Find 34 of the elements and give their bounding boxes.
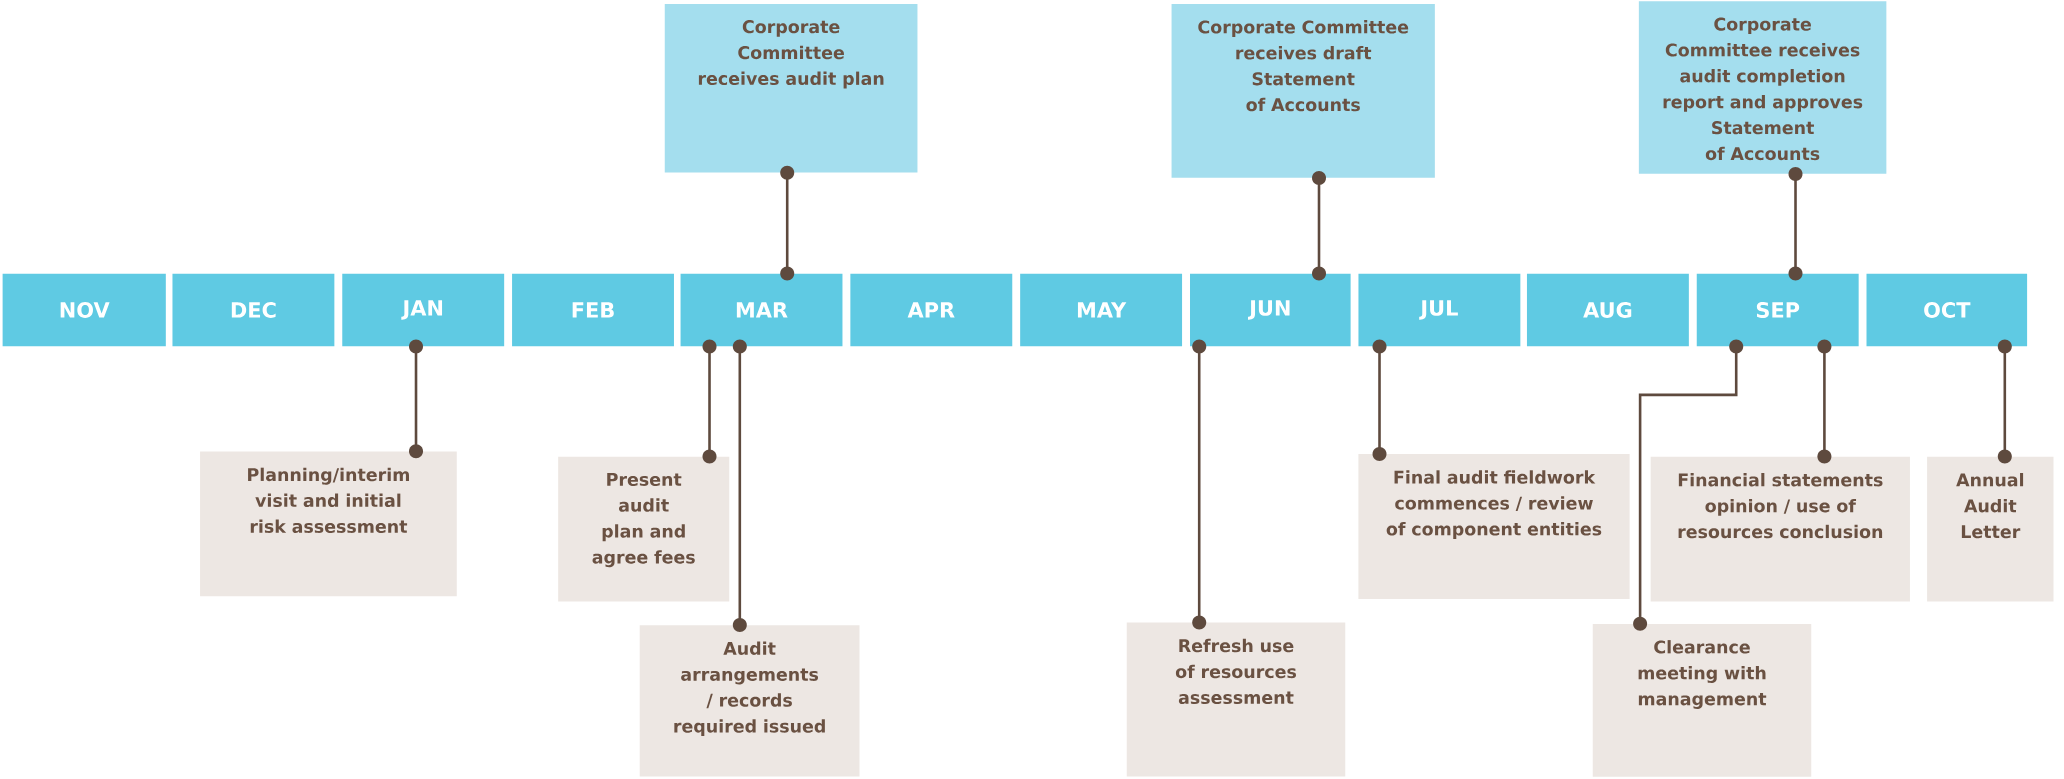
committee-box: Corporate Committee receives audit completion report and approves Statement of Accounts: [1638, 1, 1887, 174]
connector: [780, 165, 795, 281]
event-box: Annual Audit Letter: [1927, 456, 2054, 602]
connector: [1788, 166, 1803, 281]
month-bar: FEB: [512, 273, 674, 347]
month-bar: APR: [850, 273, 1013, 347]
month-bar: AUG: [1526, 273, 1689, 347]
month-bar: OCT: [1866, 273, 2028, 347]
connector: [1312, 170, 1326, 281]
month-bar: MAR: [680, 273, 843, 347]
month-bar: NOV: [2, 273, 166, 347]
connector: [409, 339, 423, 459]
month-bar: JAN: [342, 273, 505, 347]
month-bar: MAY: [1020, 273, 1183, 347]
connector: [1633, 339, 1744, 631]
event-box: Planning/interim visit and initial risk assessment: [200, 451, 457, 597]
month-bar: SEP: [1696, 273, 1859, 347]
connector: [702, 339, 717, 464]
event-box: Final audit fieldwork commences / review of component entities: [1358, 454, 1630, 599]
month-bar: DEC: [172, 273, 335, 347]
month-bar: JUL: [1358, 273, 1521, 347]
committee-box: Corporate Committee receives draft Statement of Accounts: [1171, 3, 1435, 178]
event-box: Financial statements opinion / use of resources conclusion: [1650, 456, 1910, 602]
connector: [1372, 339, 1387, 461]
connector: [732, 339, 747, 632]
month-bar: JUN: [1190, 273, 1351, 347]
connector: [1817, 339, 1832, 464]
connector: [1997, 339, 2012, 464]
event-box: Clearance meeting with management: [1592, 623, 1812, 777]
event-box: Present audit plan and agree fees: [558, 456, 730, 602]
event-box: Audit arrangements / records required issued: [639, 625, 860, 777]
committee-box: Corporate Committee receives audit plan: [664, 3, 918, 173]
event-box: Refresh use of resources assessment: [1126, 622, 1346, 777]
connector: [1192, 339, 1207, 630]
